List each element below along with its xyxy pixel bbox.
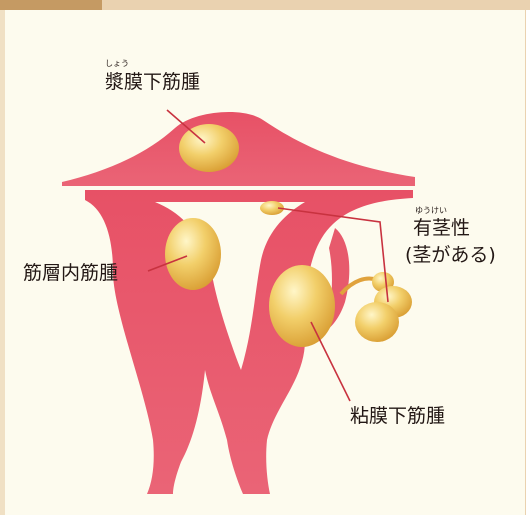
label-pedunculated: 有茎性	[413, 219, 470, 238]
label-pedunculated-note: (茎がある)	[405, 246, 496, 265]
illustration-panel: しょう 漿膜下筋腫 筋層内筋腫 ゆうけい 有茎性 (茎がある) 粘膜下筋腫	[5, 10, 526, 515]
subserosal-myoma	[179, 124, 239, 172]
top-tab-accent	[0, 0, 102, 10]
label-subserosal-myoma: 漿膜下筋腫	[105, 73, 200, 92]
intramural-myoma	[165, 218, 221, 290]
label-intramural-myoma: 筋層内筋腫	[23, 264, 118, 283]
leader-line-submucosal	[311, 322, 350, 401]
submucosal-myoma	[269, 265, 335, 347]
subserosal-ruby: しょう	[105, 60, 129, 68]
label-submucosal-myoma: 粘膜下筋腫	[350, 407, 445, 426]
pedunculated-myoma-bottom	[355, 302, 399, 342]
pedunculated-ruby: ゆうけい	[415, 207, 447, 215]
